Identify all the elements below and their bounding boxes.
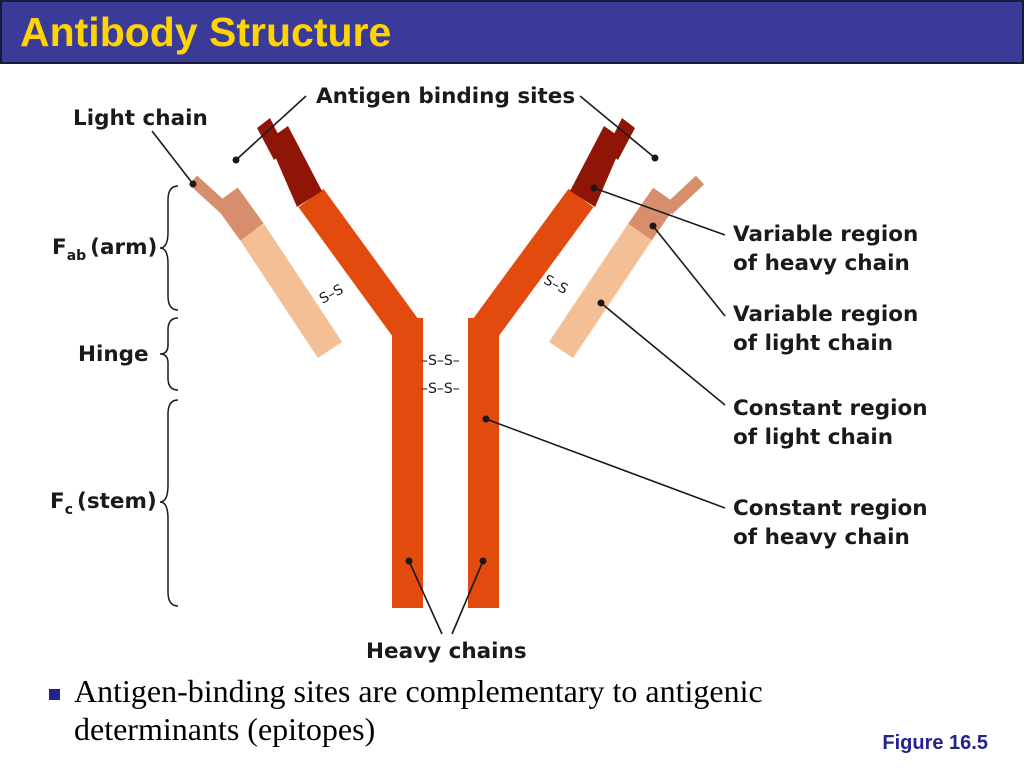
dot-variable-light: [649, 222, 657, 230]
heavy-chain-stem-left: [392, 330, 423, 608]
title-bar: Antibody Structure: [0, 0, 1024, 64]
square-bullet-icon: [49, 689, 60, 700]
bullet-text-line1: Antigen-binding sites are complementary …: [74, 673, 763, 709]
figure-reference: Figure 16.5: [882, 732, 988, 754]
label-fc: Fc(stem): [50, 489, 157, 518]
leader-antigen-left: [235, 95, 307, 161]
disulfide-left-arm: S–S: [317, 282, 346, 308]
leader-constant-heavy: [485, 418, 726, 509]
heavy-joint-right: [468, 318, 499, 330]
disulfide-hinge-bottom: –S–S–: [421, 381, 460, 397]
label-variable-light-line2: of light chain: [733, 331, 893, 356]
disulfide-right-arm: S–S: [541, 272, 570, 298]
variable-region-heavy-left-tip: [257, 118, 286, 160]
heavy-chain-stem-right: [468, 330, 499, 608]
light-chain-variable-left: [214, 187, 264, 241]
heavy-chain-arm-right: [471, 188, 594, 340]
brace-hinge: [159, 317, 179, 391]
variable-region-heavy-right-tip: [606, 118, 635, 160]
bullet-text: Antigen-binding sites are complementary …: [74, 672, 763, 748]
brace-fab: [159, 185, 179, 311]
dot-antigen-left: [232, 156, 240, 164]
label-constant-light-line2: of light chain: [733, 425, 893, 450]
dot-heavy-chain-right: [479, 557, 487, 565]
dot-light-chain: [189, 180, 197, 188]
dot-antigen-right: [651, 154, 659, 162]
label-variable-heavy-line1: Variable region: [733, 222, 918, 247]
leader-variable-heavy: [593, 187, 726, 236]
leader-heavy-chain-left: [408, 560, 443, 635]
dot-constant-heavy: [482, 415, 490, 423]
leader-constant-light: [600, 302, 726, 406]
disulfide-hinge-top: –S–S–: [421, 353, 460, 369]
light-chain-variable-right: [628, 187, 677, 241]
bullet-text-line2: determinants (epitopes): [74, 711, 376, 747]
leader-variable-light: [652, 225, 726, 317]
label-fab: Fab(arm): [52, 235, 157, 264]
label-light-chain: Light chain: [73, 106, 208, 131]
light-chain-constant-left: [239, 224, 343, 358]
light-chain-tip-left: [188, 175, 231, 215]
label-constant-light-line1: Constant region: [733, 396, 928, 421]
label-hinge: Hinge: [78, 342, 149, 367]
brace-fc: [159, 399, 179, 607]
label-constant-heavy-line2: of heavy chain: [733, 525, 910, 550]
slide-title: Antibody Structure: [20, 9, 392, 55]
light-chain-tip-right: [663, 175, 705, 215]
leader-light-chain: [151, 130, 194, 185]
leader-heavy-chain-right: [451, 560, 484, 635]
dot-heavy-chain-left: [405, 557, 413, 565]
label-constant-heavy-line1: Constant region: [733, 496, 928, 521]
leader-antigen-right: [579, 95, 656, 159]
dot-constant-light: [597, 299, 605, 307]
label-antigen-binding-sites: Antigen binding sites: [316, 84, 575, 109]
heavy-joint-left: [392, 318, 423, 330]
label-heavy-chains: Heavy chains: [366, 639, 527, 664]
label-variable-heavy-line2: of heavy chain: [733, 251, 910, 276]
light-chain-constant-right: [548, 223, 653, 359]
dot-variable-heavy: [590, 184, 598, 192]
label-variable-light-line1: Variable region: [733, 302, 918, 327]
heavy-chain-arm-left: [298, 188, 420, 340]
